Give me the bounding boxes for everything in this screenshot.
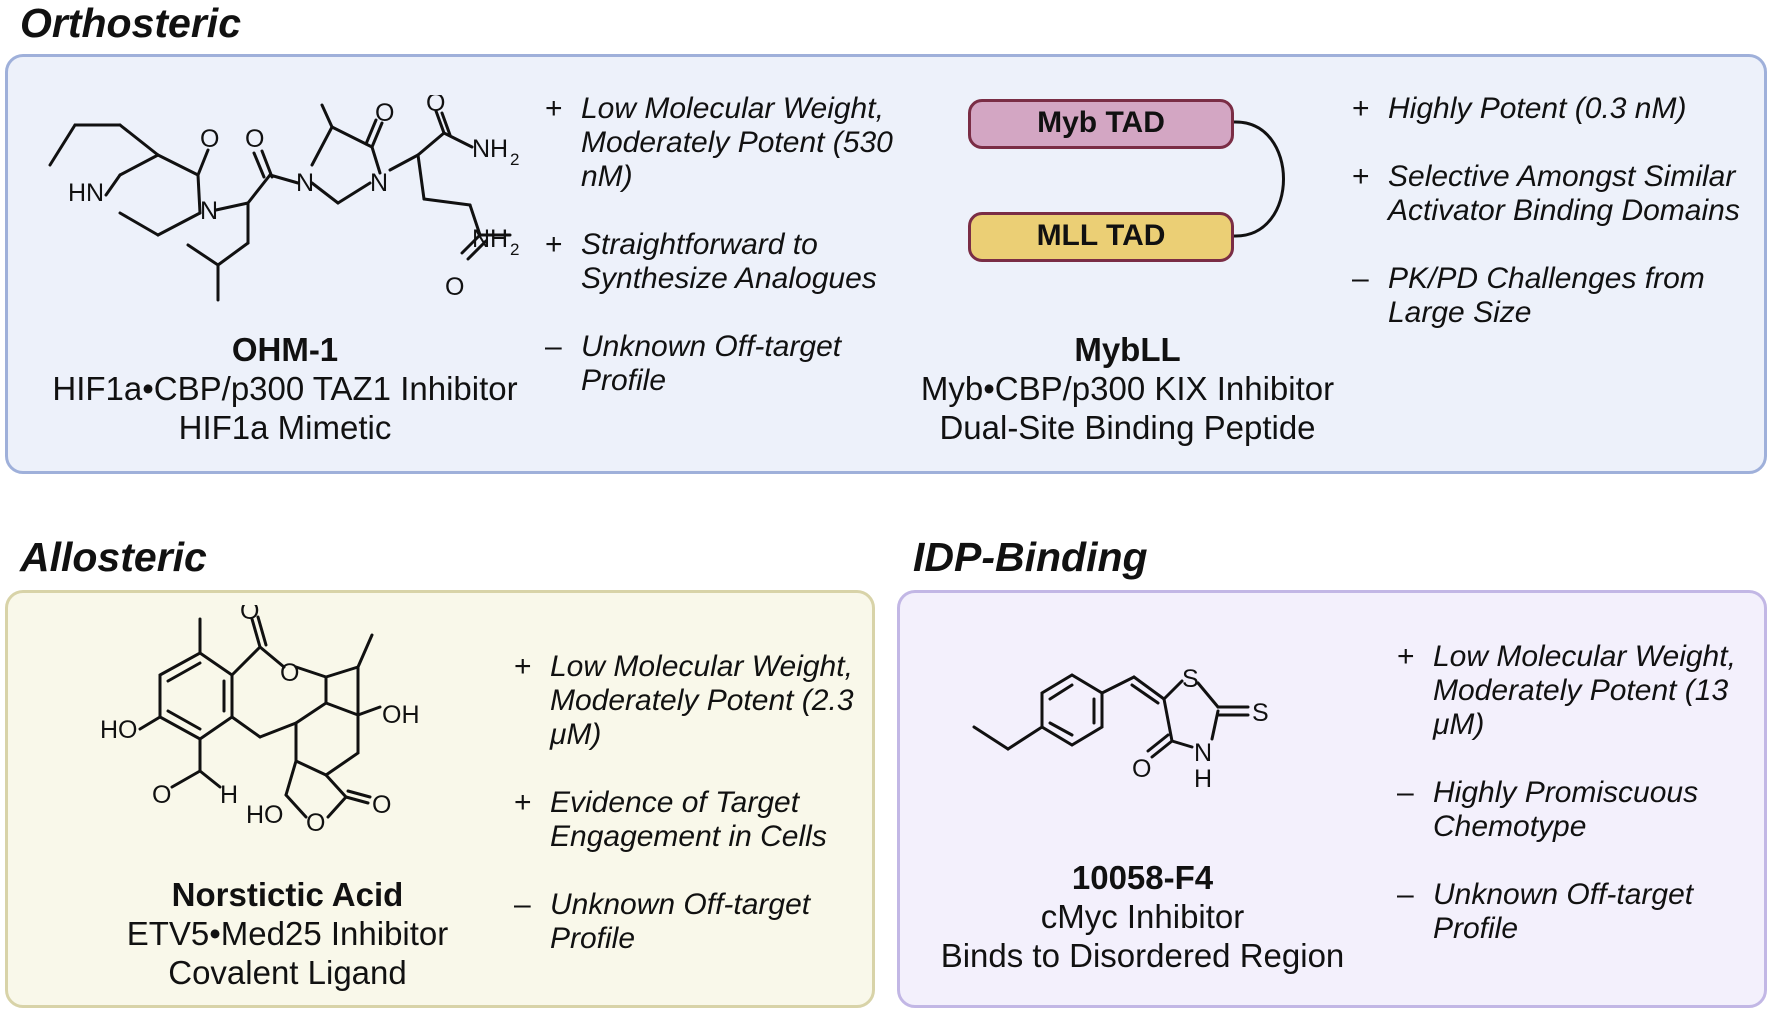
norstictic-atom-O: O bbox=[372, 791, 391, 819]
ohm1-line2: HIF1a Mimetic bbox=[178, 409, 392, 446]
norstictic-atom-O: O bbox=[240, 605, 259, 625]
norstictic-atom-HO: HO bbox=[246, 801, 284, 829]
myb-tad-box: Myb TAD bbox=[968, 99, 1234, 149]
ohm1-atom-N: N bbox=[296, 169, 314, 197]
peptide-linker bbox=[1233, 120, 1285, 238]
ohm1-atom-HN: HN bbox=[68, 179, 104, 207]
10058-f4-name: 10058-F4 bbox=[1071, 859, 1214, 896]
norstictic-acid-structure: O O HO O H OH HO O O bbox=[100, 605, 420, 837]
mybll-caption: MybLL Myb•CBP/p300 KIX Inhibitor Dual-Si… bbox=[880, 330, 1375, 447]
norstictic-name: Norstictic Acid bbox=[171, 876, 404, 913]
ohm1-atom-N: N bbox=[200, 197, 218, 225]
norstictic-atom-O: O bbox=[306, 809, 325, 837]
orthosteric-panel bbox=[5, 54, 1767, 474]
ohm1-atom-N: N bbox=[370, 169, 388, 197]
list-item: –Unknown Off-target Profile bbox=[1397, 878, 1694, 945]
list-item: –PK/PD Challenges from Large Size bbox=[1352, 262, 1705, 329]
ohm1-atom-O: O bbox=[200, 125, 219, 153]
ohm1-pros-cons: +Low Molecular Weight, Moderately Potent… bbox=[545, 92, 905, 432]
list-item: +Low Molecular Weight, Moderately Potent… bbox=[514, 650, 854, 751]
list-item: +Straightforward to Synthesize Analogues bbox=[545, 228, 877, 295]
f4-atom-H: H bbox=[1194, 765, 1212, 793]
f4-atom-N: N bbox=[1194, 739, 1212, 767]
ohm1-atom-sub: 2 bbox=[510, 150, 519, 169]
list-item: +Low Molecular Weight, Moderately Potent… bbox=[1397, 640, 1736, 741]
ohm1-name: OHM-1 bbox=[231, 331, 339, 368]
norstictic-caption: Norstictic Acid ETV5•Med25 Inhibitor Cov… bbox=[35, 875, 540, 992]
list-item: –Unknown Off-target Profile bbox=[545, 330, 842, 397]
f4-atom-O: O bbox=[1132, 755, 1151, 783]
norstictic-atom-OH: OH bbox=[382, 701, 420, 729]
list-item: +Low Molecular Weight, Moderately Potent… bbox=[545, 92, 893, 193]
norstictic-line2: Covalent Ligand bbox=[168, 954, 407, 991]
allosteric-panel bbox=[5, 590, 875, 1008]
mybll-line2: Dual-Site Binding Peptide bbox=[939, 409, 1316, 446]
10058-f4-line1: cMyc Inhibitor bbox=[1040, 898, 1245, 935]
list-item: +Selective Amongst Similar Activator Bin… bbox=[1352, 160, 1740, 227]
ohm1-line1: HIF1a•CBP/p300 TAZ1 Inhibitor bbox=[52, 370, 518, 407]
norstictic-atom-O: O bbox=[152, 781, 171, 809]
norstictic-atom-O: O bbox=[280, 659, 299, 687]
norstictic-line1: ETV5•Med25 Inhibitor bbox=[126, 915, 449, 952]
ohm1-atom-O: O bbox=[426, 95, 445, 117]
ohm1-atom-O: O bbox=[445, 273, 464, 301]
f4-atom-S: S bbox=[1252, 699, 1269, 727]
ohm1-caption: OHM-1 HIF1a•CBP/p300 TAZ1 Inhibitor HIF1… bbox=[20, 330, 550, 447]
ohm1-atom-NH: NH bbox=[472, 135, 508, 163]
ohm1-atom-NH2-amide: NH bbox=[472, 225, 508, 253]
mybll-line1: Myb•CBP/p300 KIX Inhibitor bbox=[920, 370, 1335, 407]
list-item: –Highly Promiscuous Chemotype bbox=[1397, 776, 1699, 843]
allosteric-title: Allosteric bbox=[20, 534, 207, 580]
svg-text:2: 2 bbox=[510, 240, 519, 259]
ohm1-atom-O: O bbox=[245, 125, 264, 153]
f4-atom-S: S bbox=[1182, 665, 1199, 693]
10058-f4-caption: 10058-F4 cMyc Inhibitor Binds to Disorde… bbox=[915, 858, 1370, 975]
orthosteric-title: Orthosteric bbox=[20, 0, 241, 46]
norstictic-atom-H: H bbox=[220, 781, 238, 809]
norstictic-pros-cons: +Low Molecular Weight, Moderately Potent… bbox=[514, 650, 869, 990]
list-item: –Unknown Off-target Profile bbox=[514, 888, 811, 955]
mll-tad-box: MLL TAD bbox=[968, 212, 1234, 262]
10058-f4-structure: S S O N H bbox=[972, 665, 1269, 793]
idp-binding-title: IDP-Binding bbox=[913, 534, 1148, 580]
ohm1-atom-O: O bbox=[375, 99, 394, 127]
ohm1-structure: O O O O NH 2 HN N N N O NH 2 NH NH2 bbox=[48, 95, 519, 302]
10058-f4-line2: Binds to Disordered Region bbox=[940, 937, 1345, 974]
mybll-pros-cons: +Highly Potent (0.3 nM) +Selective Among… bbox=[1352, 92, 1762, 364]
list-item: +Evidence of Target Engagement in Cells bbox=[514, 786, 827, 853]
10058-f4-pros-cons: +Low Molecular Weight, Moderately Potent… bbox=[1397, 640, 1757, 980]
mybll-name: MybLL bbox=[1074, 331, 1181, 368]
norstictic-atom-HO: HO bbox=[100, 716, 138, 744]
idp-binding-panel bbox=[897, 590, 1767, 1008]
list-item: +Highly Potent (0.3 nM) bbox=[1352, 92, 1687, 125]
